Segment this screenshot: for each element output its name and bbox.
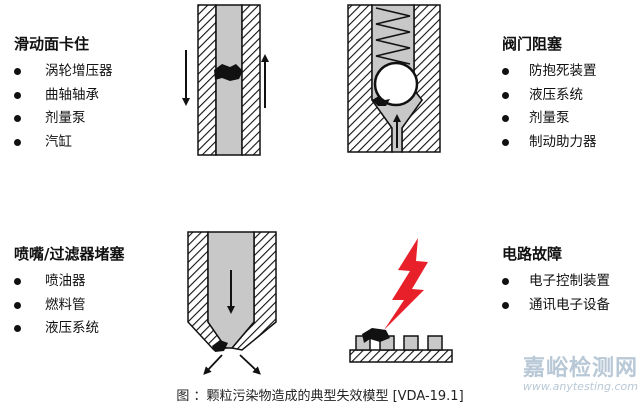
- bullet-icon: [14, 91, 21, 99]
- bullet-icon: [502, 91, 509, 99]
- circuit-board: [349, 349, 453, 363]
- bullet-icon: [14, 138, 21, 146]
- list-item: 制动助力器: [502, 131, 597, 155]
- spring: [375, 7, 411, 65]
- bullet-icon: [14, 278, 21, 286]
- bullet-icon: [14, 115, 21, 123]
- section-title: 滑动面卡住: [14, 35, 90, 53]
- section-circuit-failure: 电路故障 电子控制装置 通讯电子设备: [502, 244, 610, 317]
- lightning-icon: [384, 238, 428, 330]
- bullet-icon: [502, 278, 509, 286]
- section-title: 电路故障: [502, 245, 563, 263]
- bullet-icon: [502, 301, 509, 309]
- bullet-icon: [14, 325, 21, 333]
- nozzle-figure: [187, 231, 277, 375]
- circuit-figure: [349, 238, 453, 363]
- watermark: 嘉峪检测网 www.anytesting.com: [482, 357, 638, 393]
- list-item: 燃料管: [14, 294, 124, 318]
- figure-caption: 图 ：颗粒污染物造成的典型失效模型 [VDA-19.1]: [176, 389, 464, 404]
- spray-arrow-right: [239, 354, 261, 375]
- watermark-text: 嘉峪检测网: [522, 356, 638, 381]
- bullet-icon: [502, 68, 509, 76]
- section-title: 喷嘴/过滤器堵塞: [14, 245, 125, 263]
- list-item: 曲轴轴承: [14, 84, 113, 108]
- bullet-icon: [14, 301, 21, 309]
- list-item: 涡轮增压器: [14, 60, 113, 84]
- list-item: 喷油器: [14, 270, 124, 294]
- list-item: 剂量泵: [502, 107, 597, 131]
- valve-ball: [373, 61, 419, 107]
- bullet-icon: [502, 115, 509, 123]
- list-item: 液压系统: [14, 317, 124, 341]
- list-item: 汽缸: [14, 131, 113, 155]
- list-item: 防抱死装置: [502, 60, 597, 84]
- sliding-surface-figure: [182, 4, 269, 156]
- list-item: 剂量泵: [14, 107, 113, 131]
- list-item: 液压系统: [502, 84, 597, 108]
- contaminant-particle-valve: [372, 96, 390, 106]
- list-item: 通讯电子设备: [502, 294, 610, 318]
- spray-arrow-left: [203, 354, 223, 375]
- bullet-icon: [502, 138, 509, 146]
- list-item: 电子控制装置: [502, 270, 610, 294]
- contaminant-particle-nozzle: [212, 340, 228, 352]
- bullet-icon: [14, 68, 21, 76]
- section-nozzle-filter: 喷嘴/过滤器堵塞 喷油器 燃料管 液压系统: [14, 244, 124, 341]
- component-4: [427, 335, 443, 351]
- contaminant-particle: [214, 64, 243, 81]
- watermark-url: www.anytesting.com: [522, 380, 638, 393]
- section-valve-blockage: 阀门阻塞 防抱死装置 液压系统 剂量泵 制动助力器: [502, 34, 597, 154]
- valve-figure: [347, 4, 441, 153]
- component-3: [403, 335, 419, 351]
- section-title: 阀门阻塞: [502, 35, 563, 53]
- contaminant-particle-circuit: [362, 328, 390, 343]
- section-sliding-surface: 滑动面卡住 涡轮增压器 曲轴轴承 剂量泵 汽缸: [14, 34, 113, 154]
